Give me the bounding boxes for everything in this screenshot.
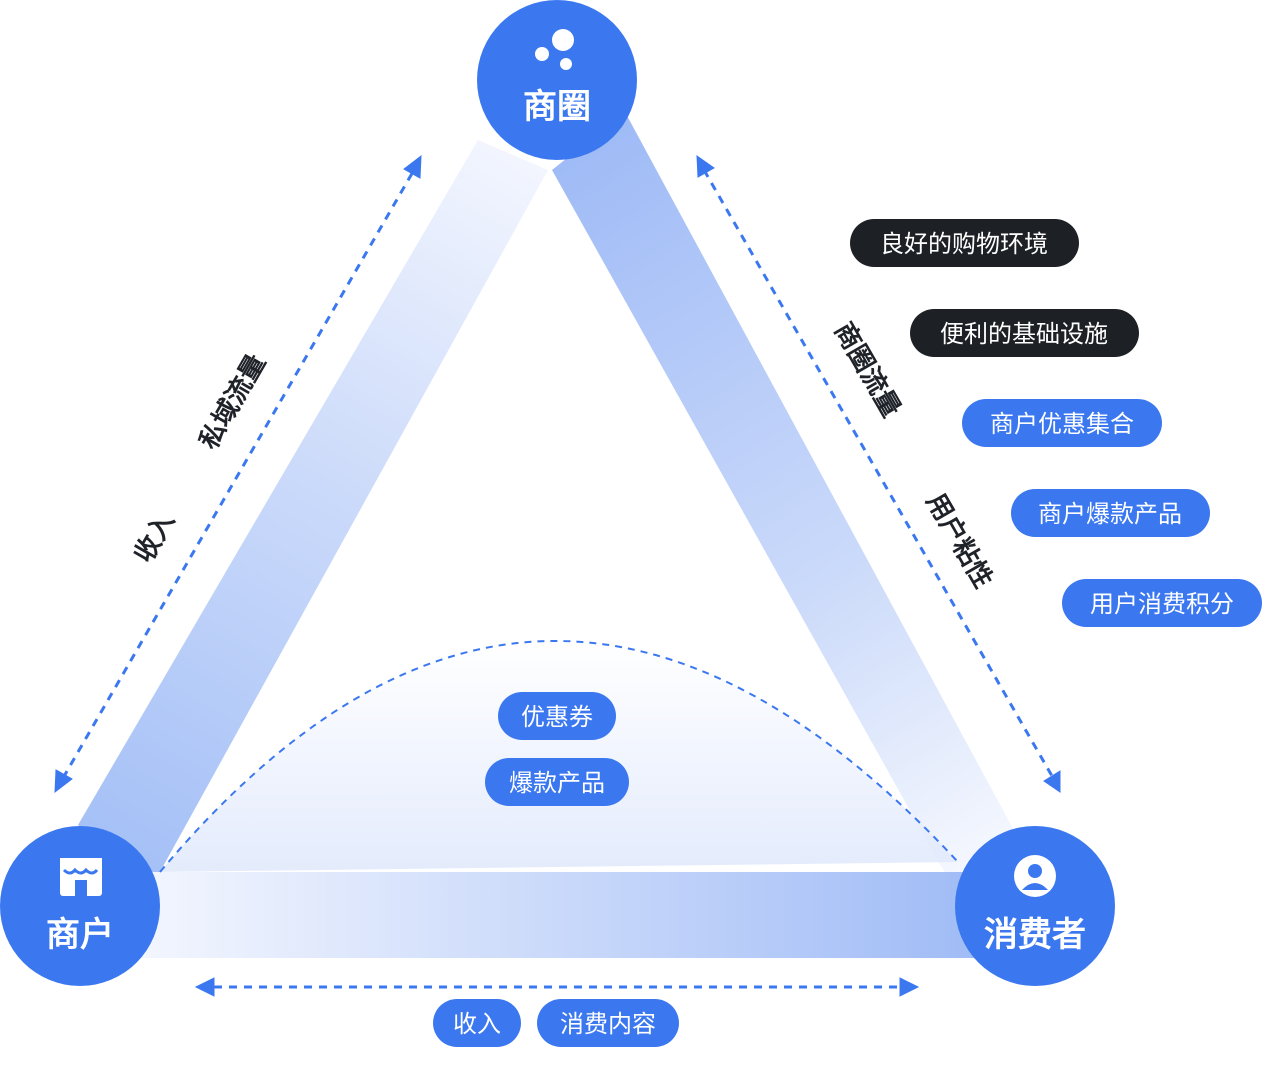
tag-coupon: 优惠券 <box>498 692 616 740</box>
edge-label-income: 收入 <box>129 508 181 568</box>
store-icon <box>60 858 102 896</box>
tag-merchant-offers: 商户优惠集合 <box>962 399 1162 447</box>
node-business-district[interactable]: 商圈 <box>477 0 637 160</box>
svg-text:优惠券: 优惠券 <box>521 703 593 731</box>
svg-text:收入: 收入 <box>453 1010 501 1038</box>
tag-consumption-content: 消费内容 <box>537 999 679 1047</box>
svg-text:良好的购物环境: 良好的购物环境 <box>880 230 1048 258</box>
node-label-consumer: 消费者 <box>984 915 1086 955</box>
svg-text:商户爆款产品: 商户爆款产品 <box>1038 500 1182 528</box>
node-label-district: 商圈 <box>523 87 591 127</box>
arrow-bottom <box>194 977 920 997</box>
edge-label-user-stickiness: 用户粘性 <box>920 488 999 594</box>
bubbles-icon <box>535 29 574 70</box>
svg-text:商户优惠集合: 商户优惠集合 <box>990 410 1134 438</box>
arrow-left <box>54 154 422 794</box>
user-icon <box>1014 855 1056 897</box>
tag-merchant-hot-products: 商户爆款产品 <box>1011 489 1210 537</box>
node-merchant[interactable]: 商户 <box>0 826 160 986</box>
tag-user-points: 用户消费积分 <box>1062 579 1262 627</box>
center-dome-outline <box>159 640 959 873</box>
svg-text:用户消费积分: 用户消费积分 <box>1090 590 1234 618</box>
node-label-merchant: 商户 <box>46 915 114 955</box>
svg-text:消费内容: 消费内容 <box>560 1010 656 1038</box>
tag-good-shopping-env: 良好的购物环境 <box>850 219 1079 267</box>
tag-income: 收入 <box>433 999 521 1047</box>
svg-text:便利的基础设施: 便利的基础设施 <box>940 320 1108 348</box>
tag-convenient-infrastructure: 便利的基础设施 <box>910 309 1139 357</box>
arrow-right <box>696 155 1061 793</box>
node-consumer[interactable]: 消费者 <box>955 826 1115 986</box>
band-right <box>552 112 1030 900</box>
svg-text:爆款产品: 爆款产品 <box>509 769 605 797</box>
center-dome <box>160 640 958 872</box>
band-left <box>78 140 548 890</box>
band-bottom <box>140 872 990 958</box>
tag-hot-product: 爆款产品 <box>485 758 629 806</box>
